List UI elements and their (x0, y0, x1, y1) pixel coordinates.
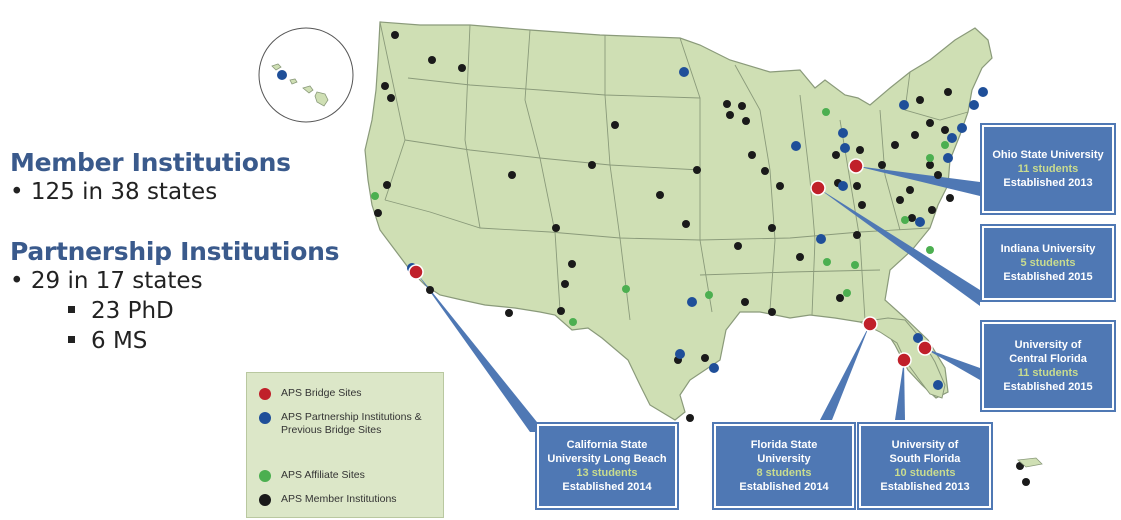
us-landmass (364, 21, 993, 421)
phd-count: 23 PhD (10, 296, 339, 326)
callout-indiana: Indiana University 5 students Establishe… (980, 224, 1116, 302)
legend-item-affiliate: APS Affiliate Sites (259, 469, 431, 482)
callout-central-florida: University of Central Florida 11 student… (980, 320, 1116, 412)
bullet-square-icon (68, 306, 75, 313)
puerto-rico (1017, 457, 1043, 468)
florida-peninsula (858, 317, 946, 399)
ms-count: 6 MS (10, 326, 339, 356)
legend-item-partnership: APS Partnership Institutions & Previous … (259, 411, 431, 437)
map-legend: APS Bridge Sites APS Partnership Institu… (246, 372, 444, 518)
phd-label: 23 PhD (91, 298, 174, 324)
red-dot-icon (259, 388, 271, 400)
legend-item-bridge: APS Bridge Sites (259, 387, 431, 400)
black-dot-icon (259, 494, 271, 506)
ms-label: 6 MS (91, 328, 148, 354)
member-count: • 125 in 38 states (10, 179, 218, 205)
institution-dots (277, 31, 1030, 486)
partnership-heading: Partnership Institutions (10, 237, 340, 266)
callout-ohio-state: Ohio State University 11 students Establ… (980, 123, 1116, 215)
bullet-square-icon (68, 336, 75, 343)
callout-leaders (416, 166, 980, 432)
member-heading: Member Institutions (10, 148, 291, 177)
blue-dot-icon (259, 412, 271, 424)
partnership-count: • 29 in 17 states (10, 268, 203, 294)
hawaii-inset-circle (258, 27, 354, 123)
green-dot-icon (259, 470, 271, 482)
callout-csulb: California State University Long Beach 1… (535, 422, 679, 510)
stats-panel: Member Institutions • 125 in 38 states P… (10, 148, 339, 356)
hawaii-islands (271, 63, 329, 107)
callout-florida-state: Florida State University 8 students Esta… (712, 422, 856, 510)
legend-item-member: APS Member Institutions (259, 493, 431, 506)
callout-south-florida: University of South Florida 10 students … (857, 422, 993, 510)
